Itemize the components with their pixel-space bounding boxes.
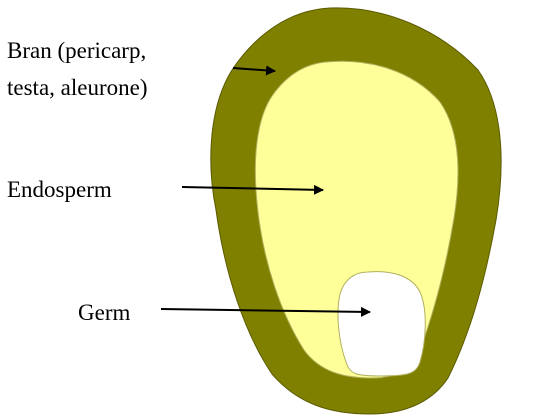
bran-label-line2: testa, aleurone) [7,75,147,100]
germ-region [338,272,425,376]
germ-label: Germ [78,300,130,325]
endosperm-label: Endosperm [7,177,112,202]
bran-label-line1: Bran (pericarp, [7,38,146,63]
